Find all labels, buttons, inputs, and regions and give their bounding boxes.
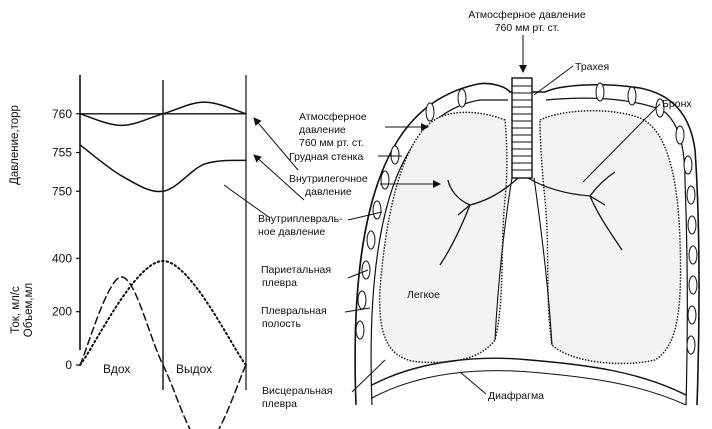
bronchial-tree: [439, 171, 623, 346]
phase-label-exhale: Выдох: [176, 362, 212, 376]
intrapulm-label-2: давление: [305, 186, 352, 198]
flow-tick-label: 400: [52, 251, 72, 265]
bronchus-leader: [582, 103, 661, 183]
rib-cross-section: [687, 215, 697, 235]
intrapleural-arrow: [223, 184, 271, 219]
phase-label-inhale: Вдох: [103, 362, 130, 376]
intrapleural-label-2: ное давление: [258, 226, 325, 238]
lung-label: Легкое: [407, 289, 440, 301]
rib-cross-section: [425, 102, 435, 122]
ribs: [355, 82, 698, 355]
diaphragm-lower: [371, 370, 687, 406]
top-pressure-value: 760 мм рт. ст.: [495, 22, 560, 34]
trachea-label: Трахея: [575, 61, 609, 73]
rib-cross-section: [688, 245, 698, 265]
visceral-leader: [351, 359, 386, 393]
diaphragm-label: Диафрагма: [488, 390, 544, 402]
intrapulm-arrow: [253, 154, 305, 201]
rib-cross-section: [457, 88, 467, 108]
rib-cross-section: [355, 320, 365, 340]
rib-cross-section: [366, 230, 376, 250]
pressure-tick-label: 755: [52, 146, 72, 160]
atm-label-2: давление: [299, 124, 346, 136]
pleural-cavity-label-2: полость: [262, 318, 301, 330]
visceral-label-2: плевра: [262, 398, 297, 410]
pressure-tick-label: 760: [52, 107, 72, 121]
flow-tick-label: 0: [65, 358, 72, 372]
lung-anatomy: [354, 77, 700, 406]
visceral-label-1: Висцеральная: [262, 385, 332, 397]
flow-tick-label: 200: [52, 305, 72, 319]
intrapleural-label-1: Внутриплевраль-: [258, 213, 343, 225]
rib-cross-section: [361, 260, 371, 280]
rib-cross-section: [595, 82, 605, 102]
parietal-pleura-outline: [370, 99, 508, 406]
rib-cross-section: [686, 335, 696, 355]
trachea-leader: [533, 65, 574, 96]
volume-axis-title: Объем,мл: [23, 283, 35, 337]
volume-line: [79, 259, 247, 366]
pressure-axis-title: Давление,торр: [9, 105, 21, 185]
parietal-leader: [347, 269, 369, 279]
rib-cross-section: [372, 200, 382, 220]
chest-wall-label: Грудная стенка: [289, 151, 363, 163]
bronchus-label: Бронх: [662, 98, 692, 110]
rib-cross-section: [627, 86, 637, 106]
rib-cross-section: [687, 305, 697, 325]
rib-cross-section: [686, 185, 696, 205]
diaphragm-leader: [459, 371, 487, 395]
rib-cross-section: [688, 275, 698, 295]
right-lung: [539, 110, 682, 365]
atm-label-1: Атмосферное: [299, 111, 367, 123]
rib-cross-section: [390, 145, 400, 165]
flow-line: [79, 276, 247, 429]
diaphragm: [371, 357, 687, 396]
atm-pressure-arrow: [253, 117, 299, 171]
parietal-label-1: Париетальная: [261, 264, 331, 276]
pressure-flow-chart: Давление,торр Ток, мл/с Объем,мл Вдох Вы…: [9, 75, 247, 429]
intrapleural-pressure-line: [79, 144, 247, 193]
rib-cross-section: [683, 155, 693, 175]
rib-cross-section: [357, 290, 367, 310]
rib-cross-section: [675, 125, 685, 145]
flow-axis-title: Ток, мл/с: [10, 286, 22, 334]
parietal-label-2: плевра: [262, 277, 297, 289]
intrapulm-pressure-line: [79, 101, 247, 127]
atm-label-3: 760 мм рт. ст.: [299, 137, 364, 149]
intrapleural-leader: [347, 211, 383, 221]
pressure-tick-label: 750: [52, 184, 72, 198]
top-pressure-label: Атмосферное давление: [468, 9, 586, 21]
pleural-cavity-leader: [344, 307, 371, 313]
rib-cross-section: [380, 170, 390, 190]
intrapulm-label-1: Внутрилегочное: [289, 173, 368, 185]
pleural-cavity-label-1: Плевральная: [261, 305, 327, 317]
